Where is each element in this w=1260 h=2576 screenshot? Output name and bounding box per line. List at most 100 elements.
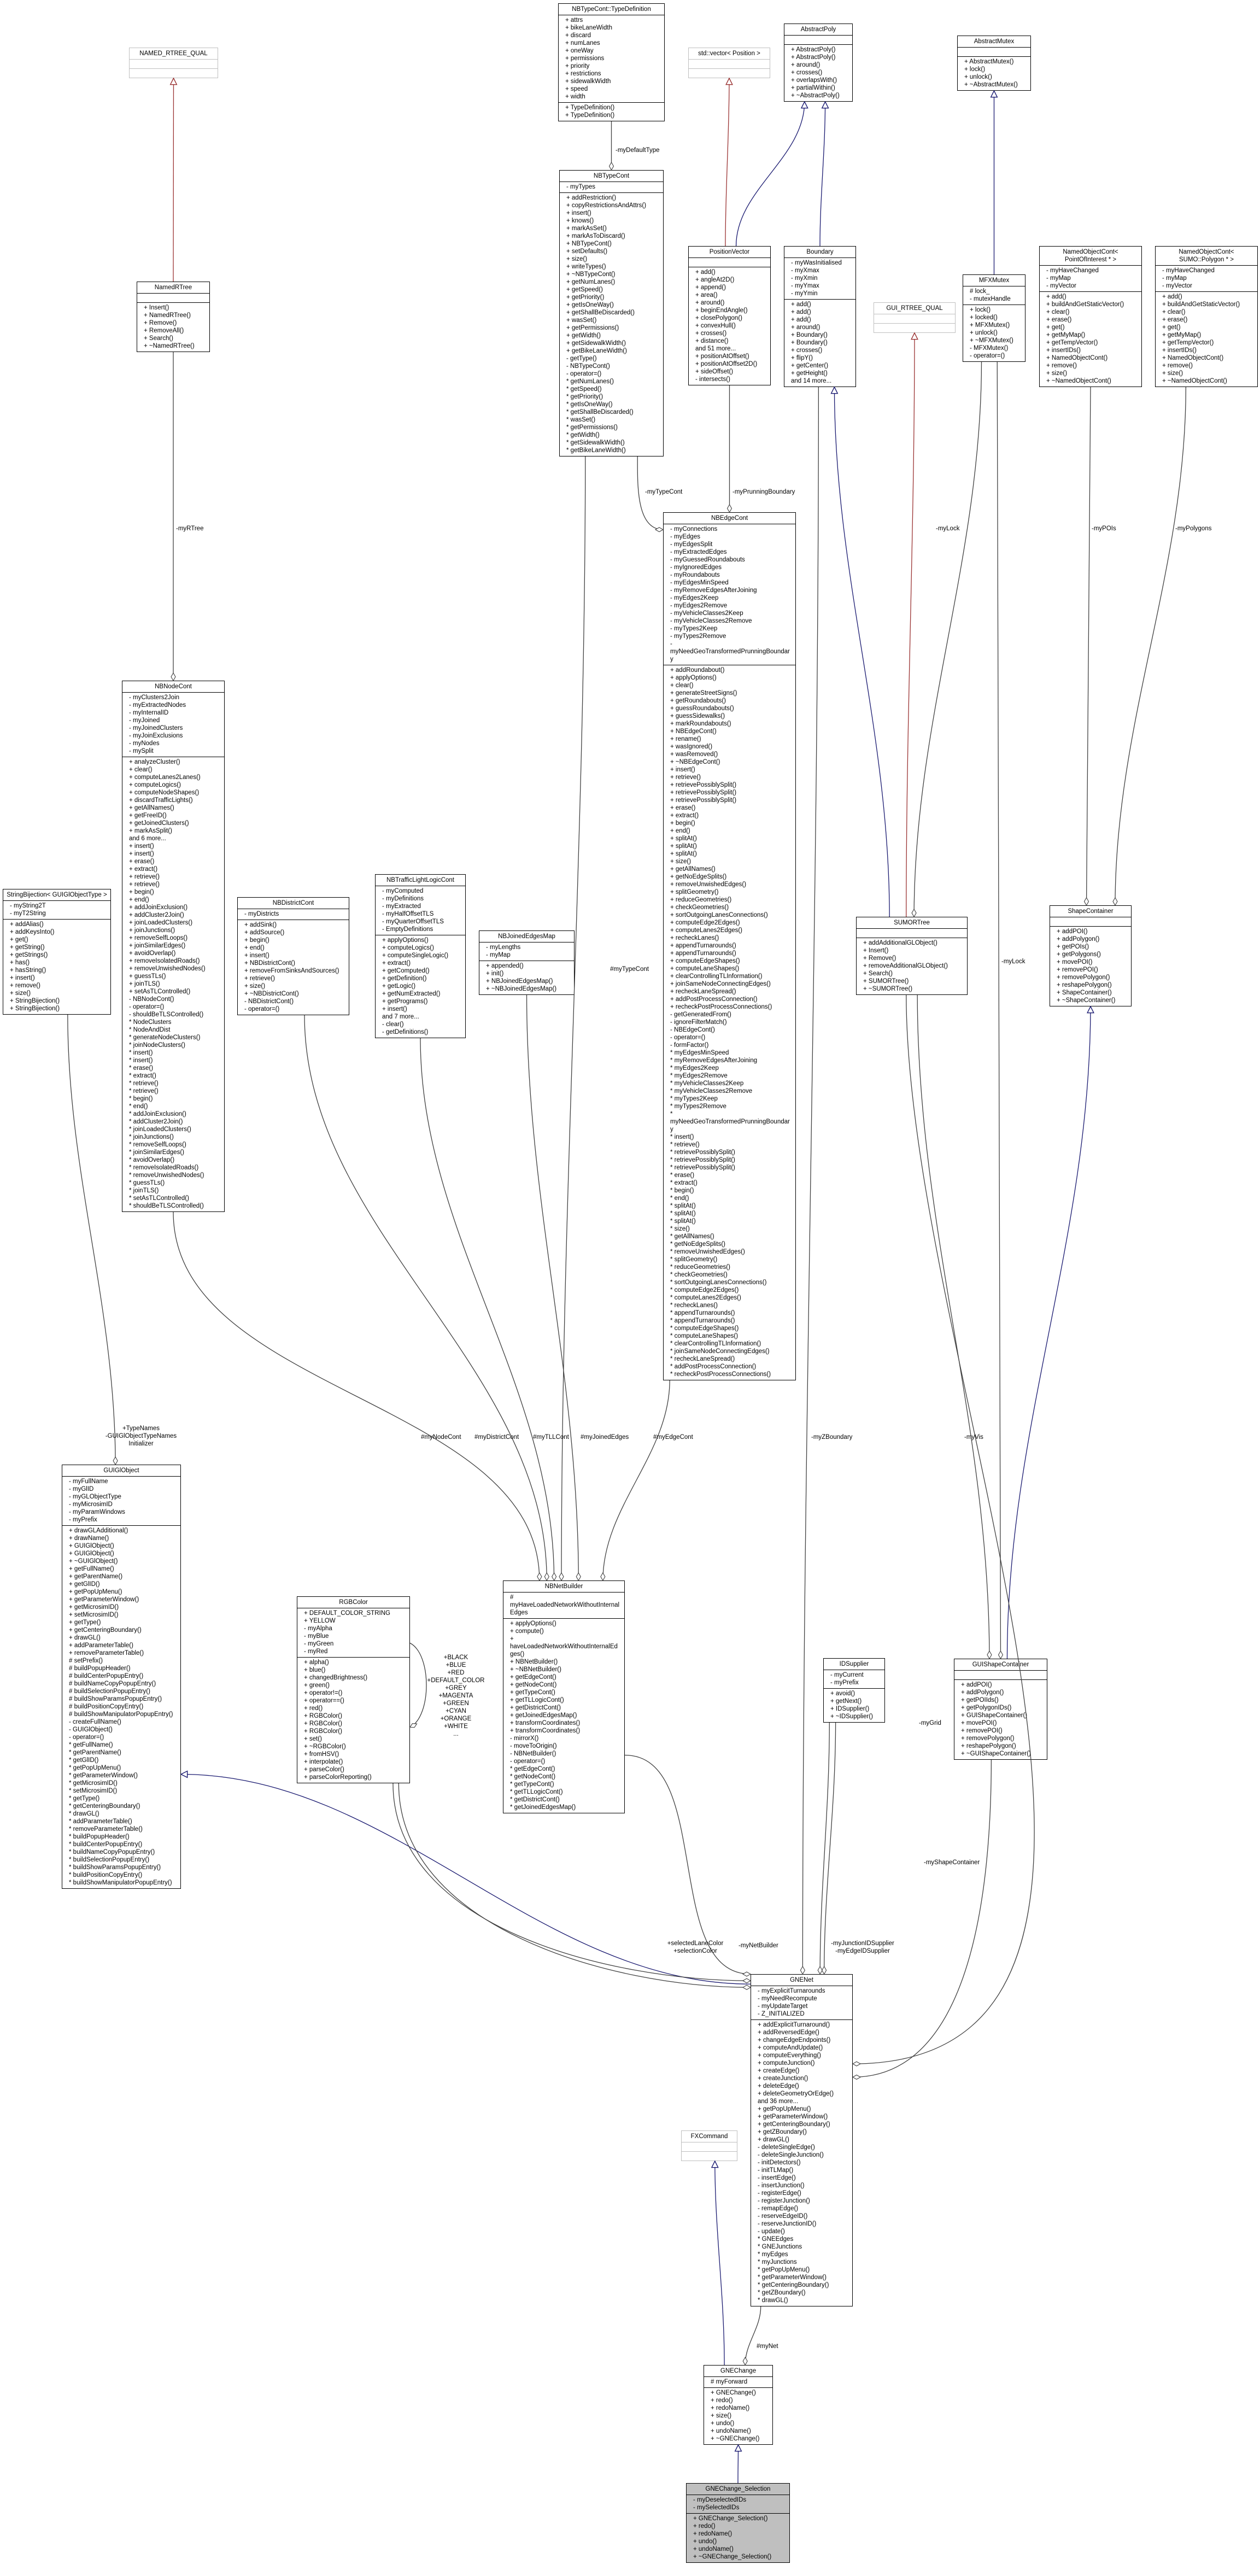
method: + knows() xyxy=(566,218,594,224)
method: + getGlID() xyxy=(69,1581,100,1588)
label-line: +GREY xyxy=(445,1685,467,1691)
method: + computeLanes2Edges() xyxy=(670,927,743,934)
class-box-nbedgecont[interactable]: NBEdgeCont- myConnections- myEdges- myEd… xyxy=(663,512,796,1380)
method: + computeLogics() xyxy=(129,782,181,788)
attribute: - myExtracted xyxy=(382,903,421,910)
class-box-guiglobject[interactable]: GUIGlObject- myFullName- myGlID- myGLObj… xyxy=(62,1465,181,1889)
class-box-fxcommand[interactable]: FXCommand xyxy=(681,2130,737,2161)
attribute: - myDistricts xyxy=(244,911,279,917)
class-box-sumortree[interactable]: SUMORTree+ addAdditionalGLObject()+ Inse… xyxy=(856,917,968,995)
methods-section: + AbstractPoly()+ AbstractPoly()+ around… xyxy=(784,44,852,101)
class-box-namedobjectcont-sumo-polygon[interactable]: NamedObjectCont< SUMO::Polygon * >- myHa… xyxy=(1155,246,1258,387)
attributes-section: - myString2T- myT2String xyxy=(3,900,110,919)
class-name: FXCommand xyxy=(690,2133,728,2140)
method: + getHeight() xyxy=(791,370,828,377)
class-box-boundary[interactable]: Boundary- myWasInitialised- myXmax- myXm… xyxy=(784,246,856,387)
attribute: - myString2T xyxy=(10,903,46,909)
class-box-nbtypecont[interactable]: NBTypeCont- myTypes+ addRestriction()+ c… xyxy=(559,170,664,456)
class-box-gui-rtree-qual[interactable]: GUI_RTREE_QUAL xyxy=(874,302,956,333)
class-box-guishapecontainer[interactable]: GUIShapeContainer+ addPOI()+ addPolygon(… xyxy=(954,1659,1047,1760)
class-box-idsupplier[interactable]: IDSupplier- myCurrent- myPrefix+ avoid()… xyxy=(823,1658,885,1723)
class-box-nbtrafficlightlogiccont[interactable]: NBTrafficLightLogicCont- myComputed- myD… xyxy=(375,874,466,1038)
class-box-nbnodecont[interactable]: NBNodeCont- myClusters2Join- myExtracted… xyxy=(122,681,225,1212)
class-box-gnenet[interactable]: GNENet- myExplicitTurnarounds- myNeedRec… xyxy=(751,1974,853,2306)
method: * addCluster2Join() xyxy=(129,1119,183,1125)
method: + getSidewalkWidth() xyxy=(566,340,626,347)
method: + retrievePossiblySplit() xyxy=(670,797,737,804)
class-box-abstractpoly[interactable]: AbstractPoly + AbstractPoly()+ AbstractPo… xyxy=(784,24,853,102)
method: + ~NBDistrictCont() xyxy=(244,991,299,997)
class-box-gnechange-selection[interactable]: GNEChange_Selection- myDeselectedIDs- my… xyxy=(686,2483,790,2563)
method: + insert() xyxy=(10,975,35,981)
class-box-stringbijection-guiglobjecttype[interactable]: StringBijection< GUIGlObjectType >- mySt… xyxy=(3,889,111,1015)
class-name: NBDistrictCont xyxy=(272,900,314,906)
method: * begin() xyxy=(129,1096,153,1102)
label-my-tll-cont: #myTLLCont xyxy=(533,1434,569,1441)
method: + deleteGeometryOrEdge() xyxy=(758,2091,834,2097)
method: - operator=() xyxy=(244,1006,280,1012)
method: * end() xyxy=(129,1103,148,1110)
method: * getNumLanes() xyxy=(566,378,614,385)
method: + wasRemoved() xyxy=(670,751,718,758)
method: + unlock() xyxy=(970,330,998,336)
method: + size() xyxy=(1046,370,1068,377)
method: + AbstractPoly() xyxy=(791,46,836,53)
class-box-namedrtree[interactable]: NamedRTree+ Insert()+ NamedRTree()+ Remo… xyxy=(137,282,210,352)
method: + getLogic() xyxy=(382,983,416,990)
class-name: AbstractPoly xyxy=(800,26,836,33)
method: + reshapePolygon() xyxy=(961,1743,1016,1749)
method: + splitAt() xyxy=(670,851,697,857)
method: + addPOI() xyxy=(961,1682,992,1688)
method: * buildPopupHeader() xyxy=(69,1834,130,1840)
method: + getPopUpMenu() xyxy=(69,1589,122,1595)
sumortree-extends-boundary xyxy=(834,387,890,917)
method: * getDistrictCont() xyxy=(510,1796,560,1803)
method: * shouldBeTLSControlled() xyxy=(129,1203,204,1209)
attribute: - myHalfOffsetTLS xyxy=(382,911,434,917)
class-box-nbdistrictcont[interactable]: NBDistrictCont- myDistricts+ addSink()+ … xyxy=(237,897,349,1015)
class-box-gnechange[interactable]: GNEChange# myForward+ GNEChange()+ redo(… xyxy=(704,2365,773,2445)
method: + computeEverything() xyxy=(758,2052,822,2059)
attribute: - myGLObjectType xyxy=(69,1494,121,1500)
class-box-named-rtree-qual[interactable]: NAMED_RTREE_QUAL xyxy=(129,48,218,78)
method: - operator=() xyxy=(129,1004,165,1010)
method: - mirrorX() xyxy=(510,1735,539,1742)
method: * computeEdge2Edges() xyxy=(670,1287,739,1293)
attribute: - mutexHandle xyxy=(970,296,1011,302)
class-box-std-vector-position[interactable]: std::vector< Position > xyxy=(688,48,770,78)
class-box-rgbcolor[interactable]: RGBColor+ DEFAULT_COLOR_STRING+ YELLOW- … xyxy=(297,1596,410,1783)
class-name: NBJoinedEdgesMap xyxy=(498,933,555,940)
method: + recheckLaneSpread() xyxy=(670,988,736,995)
method: + ~GNEChange_Selection() xyxy=(693,2554,772,2560)
label-line: ... xyxy=(453,1731,459,1737)
method: + get() xyxy=(1046,324,1065,331)
method: + computeNodeShapes() xyxy=(129,789,200,796)
method: * insert() xyxy=(129,1057,153,1064)
method: + createEdge() xyxy=(758,2068,800,2074)
methods-section: + addAlias()+ addKeysInto()+ get()+ getS… xyxy=(3,919,110,1014)
guishapecontainer-extends-shapecontainer xyxy=(1006,1006,1091,1659)
class-box-abstractmutex[interactable]: AbstractMutex+ AbstractMutex()+ lock()+ … xyxy=(957,36,1031,91)
method: + set() xyxy=(304,1736,322,1742)
method: - createFullName() xyxy=(69,1719,121,1725)
label-line: +GREEN xyxy=(443,1700,469,1707)
attribute: - myMicrosimID xyxy=(69,1501,113,1508)
class-box-mfxmutex[interactable]: MFXMutex# lock_- mutexHandle+ lock()+ lo… xyxy=(963,274,1025,362)
class-name: GNENet xyxy=(790,1977,813,1983)
class-box-shapecontainer[interactable]: ShapeContainer+ addPOI()+ addPolygon()+ … xyxy=(1050,905,1132,1006)
class-box-nbjoinededgesmap[interactable]: NBJoinedEdgesMap- myLengths- myMap+ appe… xyxy=(479,930,575,995)
method: + end() xyxy=(670,828,690,834)
method: - ignoreFilterMatch() xyxy=(670,1019,727,1026)
method: + computeJunction() xyxy=(758,2060,815,2066)
method: * insert() xyxy=(670,1134,694,1140)
class-box-namedobjectcont-pointofinterest[interactable]: NamedObjectCont< PointOfInterest * >- my… xyxy=(1039,246,1142,387)
method: + getPrograms() xyxy=(382,998,428,1005)
attribute: - myTypes2Remove xyxy=(670,633,726,640)
attribute: - myComputed xyxy=(382,888,424,894)
method: + addCluster2Join() xyxy=(129,912,184,918)
method: + computeEdgeShapes() xyxy=(670,958,740,964)
attributes-section: - myLengths- myMap xyxy=(479,942,574,961)
class-box-nbnetbuilder[interactable]: NBNetBuilder# myHaveLoadedNetworkWithout… xyxy=(503,1580,625,1813)
class-box-positionvector[interactable]: PositionVector+ add()+ angleAt2D()+ appe… xyxy=(688,246,771,385)
class-box-nbtypecont-typedefinition[interactable]: NBTypeCont::TypeDefinition+ attrs+ bikeL… xyxy=(558,3,665,121)
